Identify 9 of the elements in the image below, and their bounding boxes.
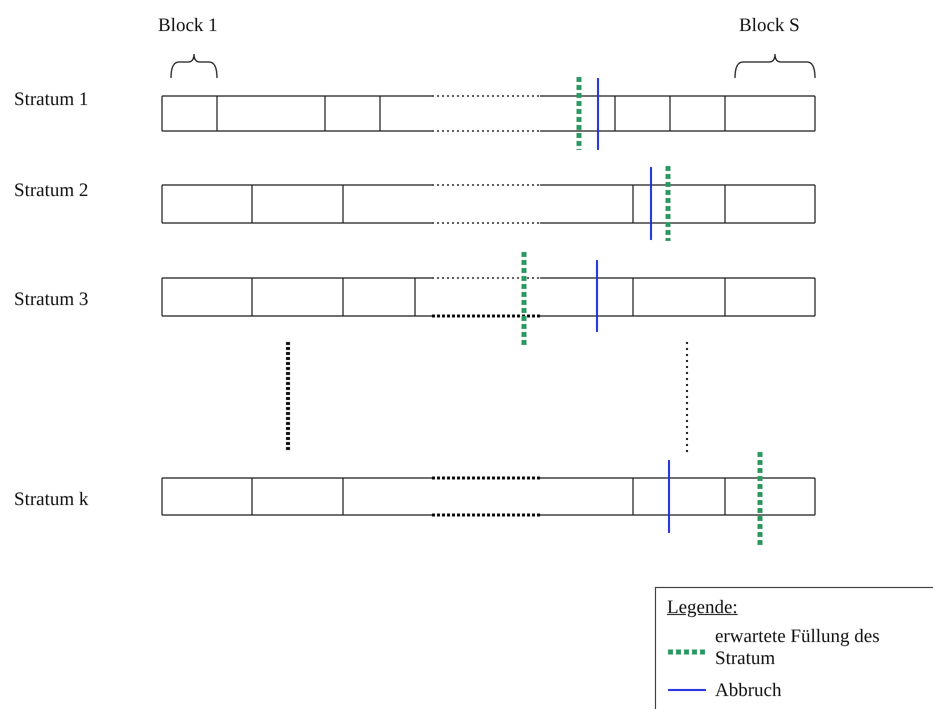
block-label: Block S — [739, 15, 800, 37]
stratum-label: Stratum 2 — [14, 180, 88, 202]
legend-title: Legende: — [667, 597, 738, 619]
stratum-label: Stratum k — [14, 489, 88, 511]
legend-text: Abbruch — [715, 680, 782, 702]
stratum-label: Stratum 1 — [14, 89, 88, 111]
block-label: Block 1 — [158, 15, 218, 37]
legend-text: erwartete Füllung des Stratum — [715, 626, 881, 670]
stratum-label: Stratum 3 — [14, 289, 88, 311]
